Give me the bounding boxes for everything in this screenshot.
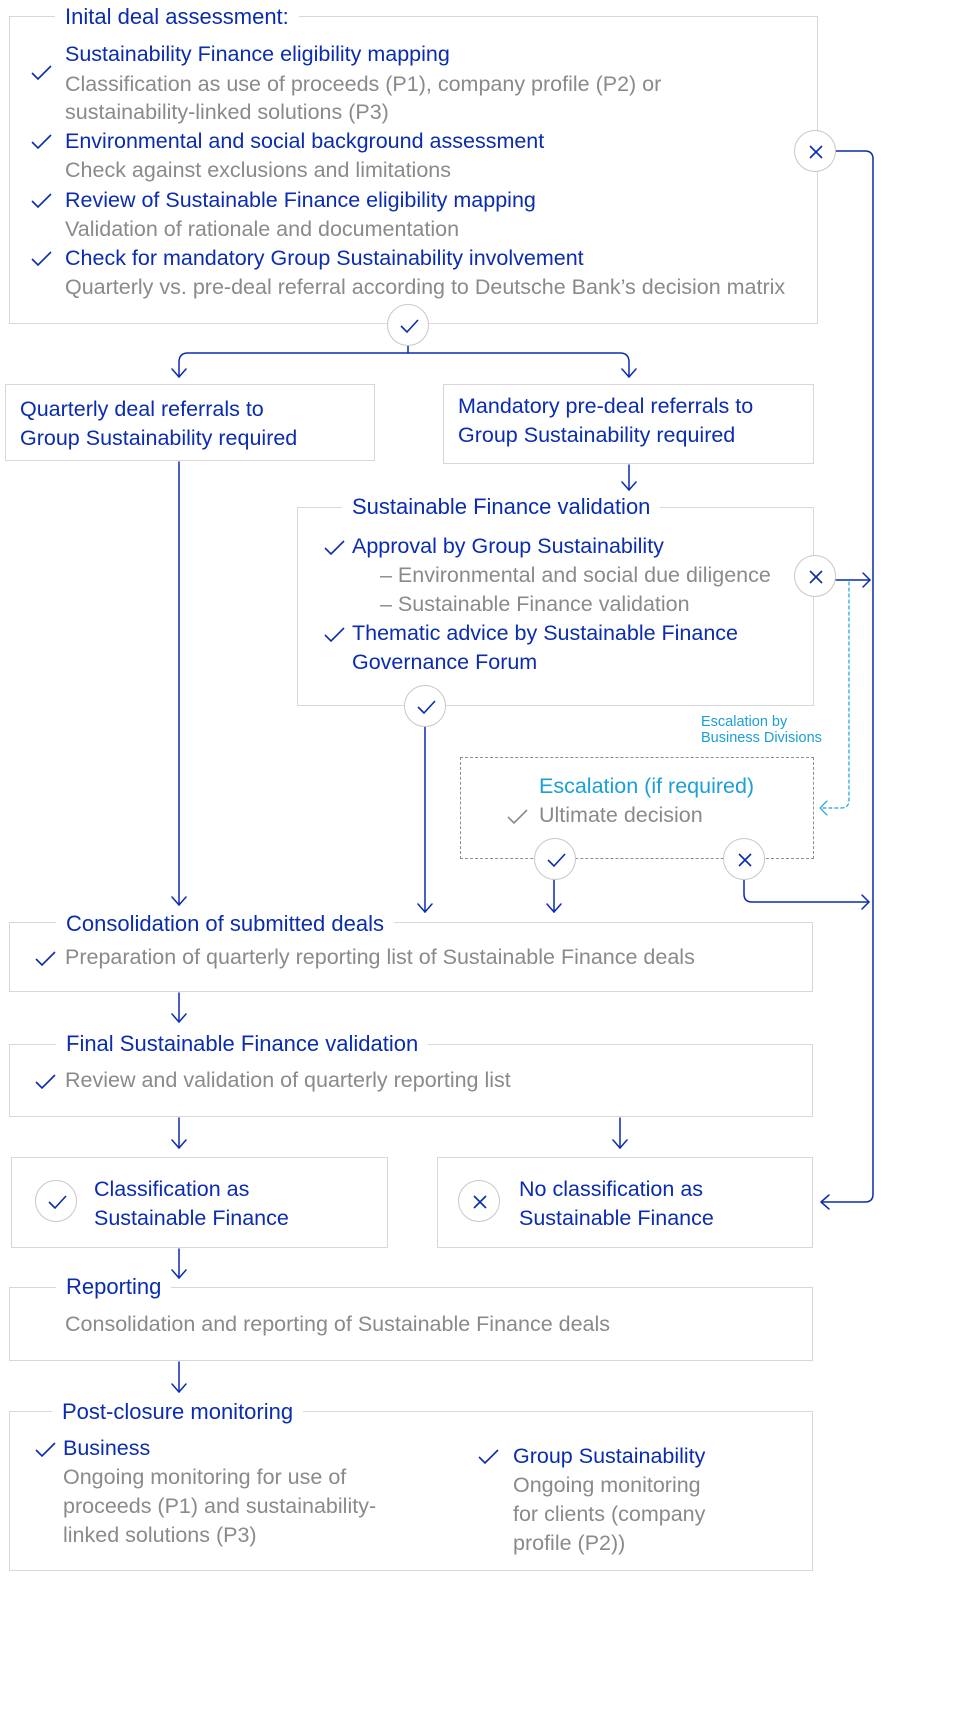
final-validation-title: Final Sustainable Finance validation [56,1031,429,1057]
check-icon [35,1180,77,1222]
mandatory-referral-text: Mandatory pre-deal referrals to [458,394,754,418]
monitoring-business-desc: proceeds (P1) and sustainability- [63,1494,377,1518]
escalation-note: Escalation by [701,714,788,730]
cross-icon [458,1180,500,1222]
monitoring-group-desc: profile (P2)) [513,1531,626,1555]
approval-title: Approval by Group Sustainability [352,534,664,558]
check-icon [35,1442,56,1458]
check-icon [31,251,52,267]
mandatory-referral-box [443,384,814,464]
cross-icon [794,130,836,172]
quarterly-referral-box [5,384,375,461]
sf-validation-box [297,507,814,706]
no-classification-text: Sustainable Finance [519,1206,714,1230]
check-icon [324,627,345,643]
quarterly-referral-text: Quarterly deal referrals to [20,397,264,421]
no-classification-text: No classification as [519,1177,704,1201]
monitoring-business-title: Business [63,1436,151,1460]
item-desc: sustainability-linked solutions (P3) [65,100,389,124]
item-title: Environmental and social background asse… [65,129,545,153]
item-title: Sustainability Finance eligibility mappi… [65,42,450,66]
initial-assessment-box [9,16,818,324]
classification-text: Sustainable Finance [94,1206,289,1230]
sf-validation-title: Sustainable Finance validation [342,494,661,520]
escalation-title: Escalation (if required) [539,774,755,798]
initial-assessment-title: Inital deal assessment: [55,4,299,30]
monitoring-box [9,1411,813,1571]
item-title: Review of Sustainable Finance eligibilit… [65,188,536,212]
item-desc: Validation of rationale and documentatio… [65,217,460,241]
item-desc: Quarterly vs. pre-deal referral accordin… [65,275,786,299]
check-icon [478,1449,499,1465]
check-icon [35,951,56,967]
cross-icon [794,555,836,597]
mandatory-referral-text: Group Sustainability required [458,423,736,447]
check-icon [507,809,528,825]
check-icon [31,134,52,150]
final-validation-item: Review and validation of quarterly repor… [65,1068,511,1092]
monitoring-group-desc: for clients (company [513,1502,706,1526]
consolidation-item: Preparation of quarterly reporting list … [65,945,695,969]
advice-title: Thematic advice by Sustainable Finance [352,621,739,645]
check-icon [31,193,52,209]
check-icon [387,304,429,346]
monitoring-title: Post-closure monitoring [52,1399,304,1425]
no-classification-box [437,1157,813,1248]
check-icon [404,685,446,727]
check-icon [534,838,576,880]
monitoring-group-title: Group Sustainability [513,1444,706,1468]
item-title: Check for mandatory Group Sustainability… [65,246,584,270]
quarterly-referral-text: Group Sustainability required [20,426,298,450]
monitoring-business-desc: Ongoing monitoring for use of [63,1465,347,1489]
monitoring-business-desc: linked solutions (P3) [63,1523,257,1547]
reporting-item: Consolidation and reporting of Sustainab… [65,1312,611,1336]
cross-icon [723,838,765,880]
advice-title: Governance Forum [352,650,538,674]
item-desc: Check against exclusions and limitations [65,158,452,182]
monitoring-group-desc: Ongoing monitoring [513,1473,701,1497]
check-icon [35,1074,56,1090]
approval-sub: – Sustainable Finance validation [380,592,690,616]
approval-sub: – Environmental and social due diligence [380,563,771,587]
check-icon [31,65,52,81]
check-icon [324,540,345,556]
item-desc: Classification as use of proceeds (P1), … [65,72,662,96]
escalation-note: Business Divisions [701,730,822,746]
consolidation-title: Consolidation of submitted deals [56,911,394,937]
classification-text: Classification as [94,1177,250,1201]
reporting-title: Reporting [56,1274,172,1300]
escalation-item: Ultimate decision [539,803,703,827]
